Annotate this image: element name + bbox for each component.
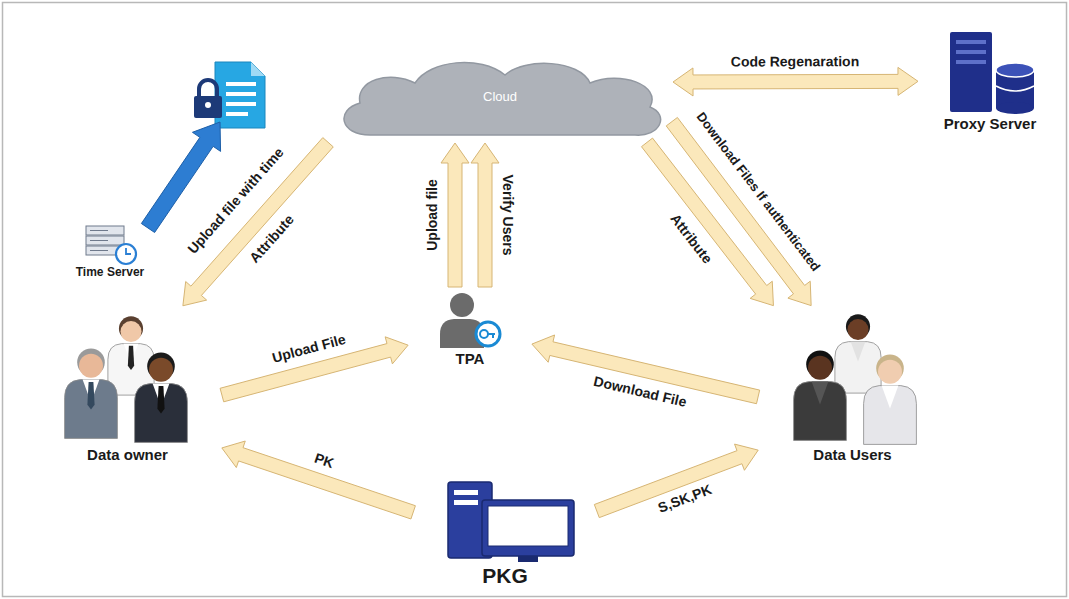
actor-node: PKG [416, 478, 594, 588]
monitor-screen [488, 506, 568, 546]
person-tie [127, 346, 133, 370]
cloud-outline-path [344, 63, 661, 136]
person-body [64, 380, 117, 439]
edge-label: S,SK,PK [655, 482, 715, 517]
file-sheet [215, 62, 265, 128]
tower-slot [454, 490, 478, 495]
file-fold [251, 62, 265, 76]
actor-node: Time Server [54, 222, 166, 280]
frame [3, 3, 1067, 597]
person-body [863, 386, 916, 445]
server-line [90, 230, 108, 231]
server-unit [86, 226, 124, 235]
person-head [149, 358, 173, 382]
person-head [808, 356, 832, 380]
database-base [996, 102, 1034, 114]
encrypted-file-icon [194, 62, 265, 128]
server-line [90, 240, 108, 241]
database-top [996, 63, 1034, 77]
edge-label: PK [311, 450, 336, 471]
edge-label: Download Files If authenticated [693, 110, 823, 276]
clock-face [116, 244, 136, 264]
actor-label: Proxy Server [921, 115, 1059, 132]
monitor [482, 500, 574, 556]
actor-node: Proxy Server [921, 30, 1059, 132]
pkg-icon [430, 478, 580, 564]
person-collar [811, 382, 828, 405]
actor-node: Data owner [36, 308, 219, 463]
file-line [226, 92, 256, 96]
person-head [120, 321, 141, 342]
tpa-icon [432, 290, 508, 350]
time-icon [80, 222, 140, 266]
padlock-keyhole [205, 102, 211, 108]
key-bow [480, 330, 488, 338]
actor-label: TPA [411, 350, 529, 367]
cloud-label: Cloud [483, 90, 517, 105]
actor-label: Data owner [36, 446, 219, 463]
edge-label: Download File [591, 373, 689, 410]
proxy-icon [940, 30, 1040, 115]
tower-slot [454, 500, 478, 505]
edge-label: Verify Users [499, 174, 514, 257]
time-upload-arrow-shape [141, 122, 220, 232]
person-tie [157, 386, 164, 414]
cloud-shape: Cloud [330, 55, 670, 140]
edge-label: Upload file [425, 178, 440, 252]
person-collar [881, 386, 898, 409]
person-head [847, 319, 868, 340]
block-arrow [666, 117, 811, 305]
block-arrow [183, 138, 333, 306]
clock-hands [126, 248, 131, 254]
edge-label: Code Regenaration [730, 54, 860, 70]
padlock-body [194, 96, 222, 118]
file-line [226, 112, 248, 116]
owners-icon [43, 308, 213, 446]
actor-node: TPA [411, 290, 529, 367]
block-arrow [222, 441, 416, 519]
server-slot [956, 40, 986, 44]
person-tie [87, 382, 94, 410]
person-head [79, 354, 103, 378]
edge-label: Upload File [270, 331, 349, 366]
person-head [450, 293, 474, 317]
actor-node: Data Users [761, 308, 944, 463]
person-body [793, 382, 846, 441]
block-arrow [673, 67, 918, 96]
person-head [878, 360, 902, 384]
person-body [834, 342, 880, 393]
person-body [134, 384, 187, 443]
edge-label: Attribute [246, 211, 298, 266]
key-bit [488, 334, 495, 338]
file-line [226, 102, 256, 106]
actor-label: Data Users [761, 446, 944, 463]
actor-label: PKG [416, 564, 594, 588]
server-unit [86, 236, 124, 245]
person-collar [850, 342, 865, 362]
file-line [226, 82, 256, 86]
block-arrow [594, 444, 758, 518]
time-upload-arrow [141, 122, 220, 232]
key-badge [476, 322, 500, 346]
block-arrow [471, 143, 499, 287]
actor-label: Time Server [54, 266, 166, 280]
edge-label: Attribute [667, 210, 716, 267]
database-ring [996, 86, 1034, 91]
server-slot [956, 60, 986, 64]
users-icon [768, 308, 938, 446]
padlock-shackle [199, 80, 217, 97]
monitor-stand [518, 556, 538, 562]
server-slot [956, 50, 986, 54]
block-arrow [441, 143, 469, 287]
server-line [90, 250, 108, 251]
cloud-text-box: Cloud [330, 55, 670, 140]
server-tower [950, 32, 992, 112]
